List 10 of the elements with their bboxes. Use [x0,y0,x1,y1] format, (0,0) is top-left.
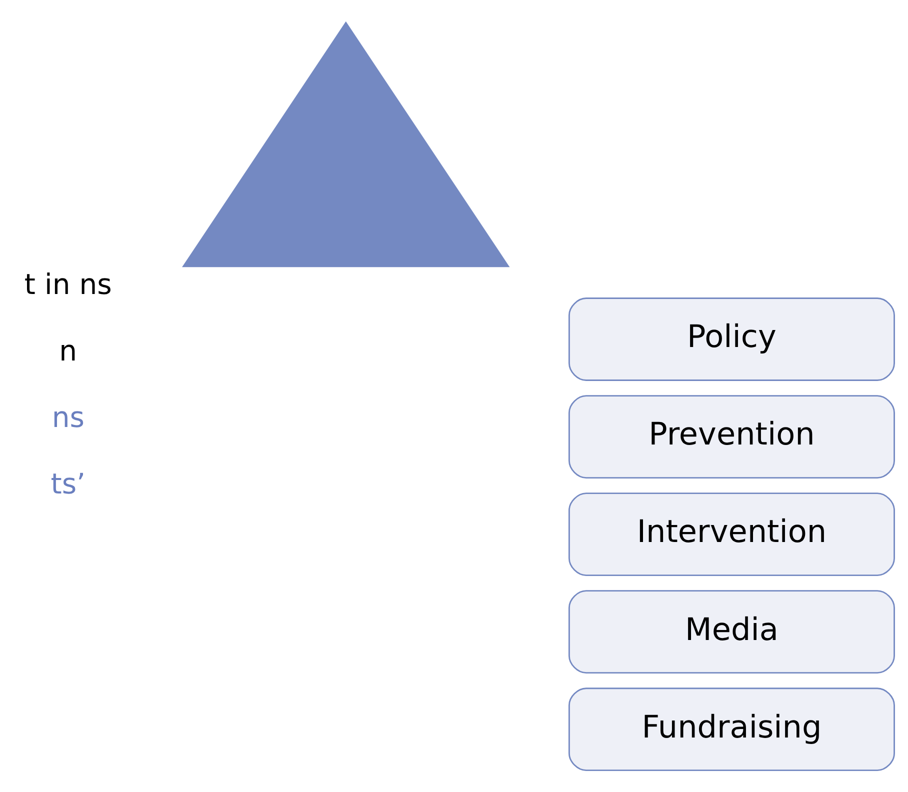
label: n [59,334,78,367]
node-box: Prevention [568,394,895,478]
label: ts’ [50,466,86,500]
node-box: Policy [568,297,895,380]
node-box: Media [568,590,895,674]
node-triangle [182,20,510,267]
label: ns [52,400,84,434]
node-box: Intervention [568,492,895,576]
label: t in ns [24,268,112,301]
node-box: Fundraising [568,687,895,771]
